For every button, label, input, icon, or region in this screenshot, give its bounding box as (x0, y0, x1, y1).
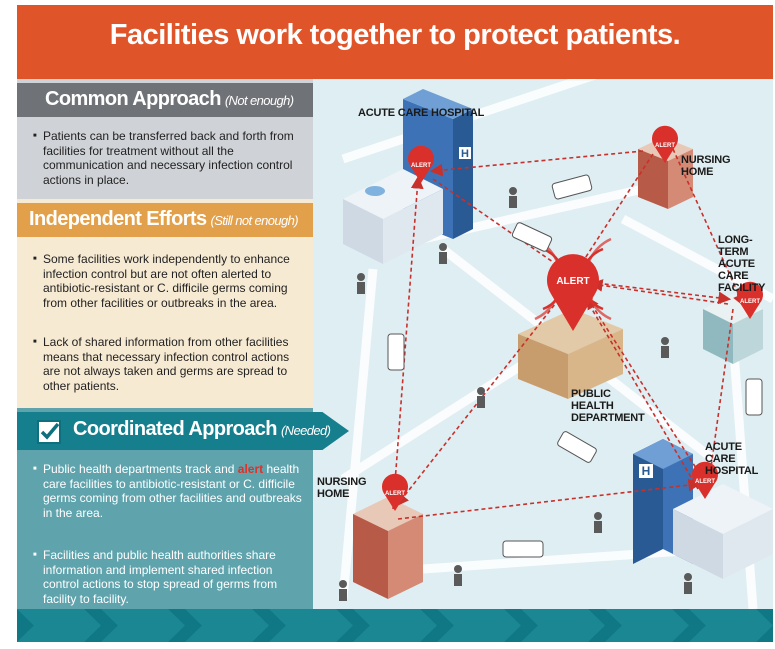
independent-bullet-1: Some facilities work independently to en… (33, 252, 303, 310)
facility-network-map: H (313, 64, 773, 610)
footer-band (17, 609, 773, 642)
chevron-decoration (689, 609, 773, 642)
common-bullet: Patients can be transferred back and for… (33, 129, 303, 187)
title-bar: Facilities work together to protect pati… (17, 5, 773, 79)
label-nursing-home-1: Nursing Home (681, 154, 731, 178)
label-public-health: Public Health Department (571, 388, 645, 424)
label-ltac: Long-Term Acute Care Facility (718, 234, 766, 294)
chevron-decoration (353, 609, 437, 642)
coordinated-approach-header: Coordinated Approach(Needed) (17, 412, 349, 450)
acute-care-hospital-2: H (633, 439, 773, 579)
roads (338, 64, 773, 610)
coordinated-bullet-1-post: health care facilities to antibiotic-res… (43, 462, 302, 520)
alert-word: alert (237, 462, 264, 476)
alert-central-text: ALERT (556, 276, 589, 287)
alert-h1-text: ALERT (411, 163, 431, 169)
chevron-decoration (17, 609, 101, 642)
common-approach-heading: Common Approach (45, 88, 221, 110)
alert-h2-text: ALERT (695, 479, 715, 485)
alert-pin-nursing-1: ALERT (652, 125, 678, 163)
hospital-sign-2: H (642, 464, 651, 478)
alert-ltac-text: ALERT (740, 299, 760, 305)
alert-pin-central: ALERT (547, 254, 599, 331)
alert-pin-hospital-2: ALERT (692, 461, 718, 499)
chevron-decoration (185, 609, 269, 642)
coordinated-bullet-1-pre: Public health departments track and (43, 462, 238, 476)
alert-n1-text: ALERT (655, 143, 675, 149)
chevron-decoration (521, 609, 605, 642)
independent-efforts-panel: Independent Efforts(Still not enough) So… (17, 199, 313, 408)
page-title: Facilities work together to protect pati… (109, 19, 681, 51)
chevron-decoration (101, 609, 185, 642)
people-icons (339, 187, 692, 601)
hospital-sign-1: H (461, 148, 469, 160)
common-approach-panel: Common Approach(Not enough) Patients can… (17, 79, 313, 199)
nursing-home-1 (638, 137, 693, 209)
independent-heading: Independent Efforts (29, 208, 207, 230)
common-approach-sub: (Not enough) (224, 93, 294, 108)
independent-bullet-2: Lack of shared information from other fa… (33, 335, 303, 393)
common-approach-header: Common Approach(Not enough) (17, 83, 313, 117)
coordinated-approach-panel: Coordinated Approach(Needed) Public heal… (17, 408, 349, 642)
infographic: Facilities work together to protect pati… (17, 5, 773, 642)
coordinated-bullet-2: Facilities and public health authorities… (33, 548, 303, 606)
checkbox-icon (37, 420, 61, 444)
independent-sub: (Still not enough) (210, 213, 299, 228)
independent-efforts-header: Independent Efforts(Still not enough) (17, 203, 313, 237)
coordinated-sub: (Needed) (280, 423, 331, 438)
coordinated-heading: Coordinated Approach (73, 418, 278, 440)
alert-pin-ltac: ALERT (737, 281, 763, 319)
alert-pin-hospital-1: ALERT (408, 145, 434, 183)
chevron-decoration (605, 609, 689, 642)
network-diagram: H (338, 64, 773, 610)
alert-n2-text: ALERT (385, 491, 405, 497)
nursing-home-2 (353, 497, 423, 599)
chevron-decoration (269, 609, 353, 642)
label-nursing-home-2: Nursing Home (317, 476, 367, 500)
public-health-building (518, 309, 623, 399)
chevron-decoration (437, 609, 521, 642)
ambulance-icons (387, 174, 763, 558)
alert-pin-nursing-2: ALERT (382, 473, 408, 511)
coordinated-bullet-1: Public health departments track and aler… (33, 462, 303, 520)
label-acute-care-hospital-1: Acute Care Hospital (358, 107, 485, 119)
label-acute-care-hospital-2: Acute Care Hospital (705, 441, 759, 477)
approach-panels: Common Approach(Not enough) Patients can… (17, 79, 349, 642)
